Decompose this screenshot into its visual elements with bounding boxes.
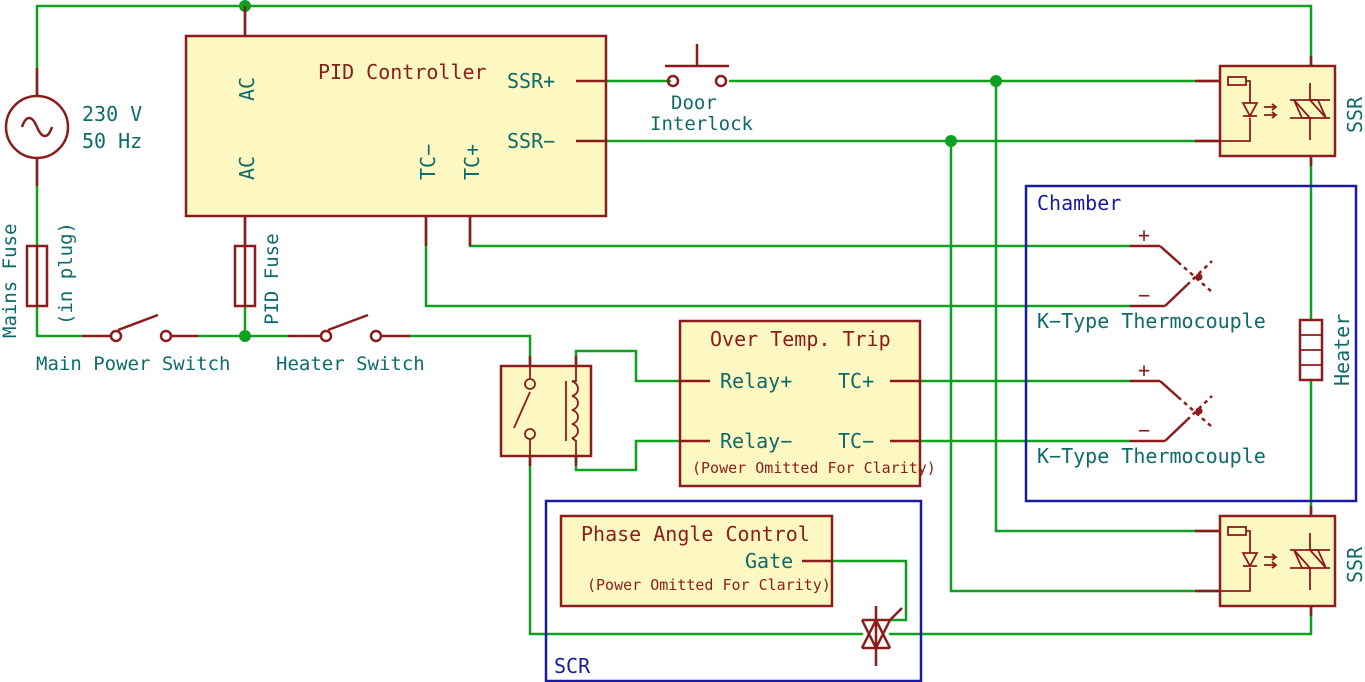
over-temp-trip: Over Temp. Trip Relay+ Relay− TC+ TC− (P…: [678, 319, 936, 488]
tc1-plus: +: [1138, 223, 1150, 247]
pid-tc-minus: TC−: [416, 144, 440, 180]
ssr-top: SSR: [1195, 56, 1365, 166]
door-interlock: Door Interlock: [650, 44, 754, 135]
overtemp-note: (Power Omitted For Clarity): [692, 459, 936, 477]
overtemp-tc-plus: TC+: [838, 369, 874, 393]
thermocouple-2: + − K−Type Thermocouple: [1037, 358, 1266, 468]
door-line2: Interlock: [650, 113, 754, 135]
main-power-switch: Main Power Switch: [36, 313, 230, 375]
ac-source: 230 V 50 Hz: [4, 68, 142, 186]
ssr-bottom-label: SSR: [1343, 546, 1365, 583]
mains-fuse: Mains Fuse (in plug): [0, 222, 77, 338]
junctions: [239, 0, 1002, 342]
pid-title: PID Controller: [318, 60, 487, 84]
tc1-label: K−Type Thermocouple: [1037, 309, 1266, 333]
pid-fuse: PID Fuse: [233, 233, 283, 325]
mains-fuse-note: (in plug): [55, 222, 77, 325]
scr-label: SCR: [554, 654, 591, 678]
overtemp-title: Over Temp. Trip: [710, 327, 891, 351]
heater-label: Heater: [1330, 314, 1354, 386]
mains-fuse-label: Mains Fuse: [0, 224, 21, 338]
chamber: Chamber + − K−Type Thermocouple + − K−T: [1024, 184, 1358, 503]
heater: Heater: [1298, 314, 1354, 386]
ssr-bottom: SSR: [1195, 506, 1365, 616]
ssr-top-label: SSR: [1343, 96, 1365, 133]
scr-box: SCR Phase Angle Control Gate (Power Omit…: [544, 499, 923, 682]
chamber-title: Chamber: [1037, 191, 1121, 215]
tc1-minus: −: [1138, 283, 1150, 307]
phase-angle-control: Phase Angle Control Gate (Power Omitted …: [559, 514, 834, 608]
heater-switch-label: Heater Switch: [276, 353, 425, 375]
overtemp-tc-minus: TC−: [838, 429, 874, 453]
source-voltage: 230 V: [82, 102, 142, 126]
pid-controller: PID Controller AC AC TC− TC+ SSR+ SSR−: [184, 6, 608, 246]
pid-tc-plus: TC+: [460, 144, 484, 180]
tc2-minus: −: [1138, 418, 1150, 442]
overtemp-relay-minus: Relay−: [720, 429, 792, 453]
relay: [499, 356, 593, 466]
pid-ac2: AC: [235, 156, 259, 180]
source-frequency: 50 Hz: [82, 129, 142, 153]
tc2-label: K−Type Thermocouple: [1037, 444, 1266, 468]
door-line1: Door: [671, 92, 717, 114]
pid-fuse-label: PID Fuse: [261, 233, 283, 325]
triac-symbol: [860, 606, 903, 666]
pid-ssr-plus: SSR+: [507, 69, 555, 93]
tc2-plus: +: [1138, 358, 1150, 382]
main-switch-label: Main Power Switch: [36, 353, 230, 375]
phase-gate: Gate: [745, 549, 793, 573]
phase-title: Phase Angle Control: [581, 522, 810, 546]
heater-switch: Heater Switch: [276, 313, 425, 375]
pid-ssr-minus: SSR−: [507, 129, 555, 153]
pid-ac1: AC: [235, 77, 259, 101]
phase-note: (Power Omitted For Clarity): [587, 576, 831, 594]
thermocouple-1: + − K−Type Thermocouple: [1037, 223, 1266, 333]
overtemp-relay-plus: Relay+: [720, 369, 792, 393]
